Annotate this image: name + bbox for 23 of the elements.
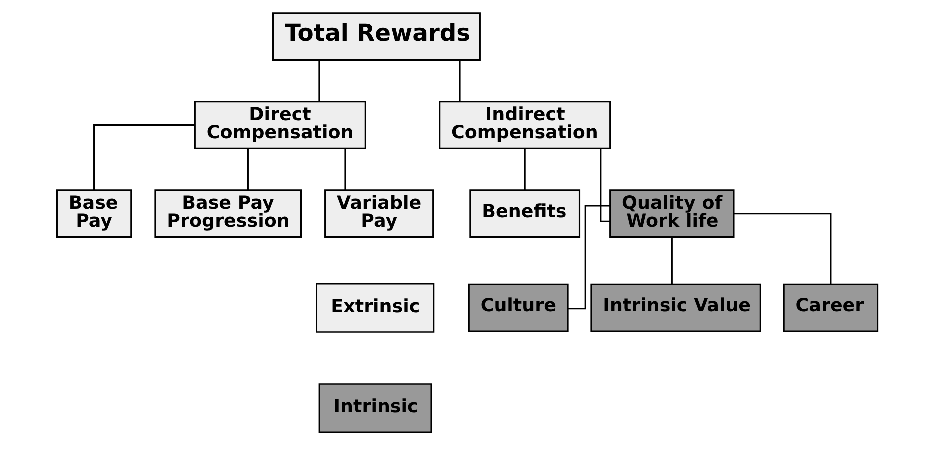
node-box: Indirect Compensation (438, 101, 611, 150)
connector (670, 238, 672, 285)
connector (458, 60, 460, 102)
node-box: Direct Compensation (194, 101, 366, 150)
node-box: Culture (468, 284, 568, 332)
connector (344, 149, 346, 190)
node-box: Base Pay Progression (154, 190, 302, 238)
connector (734, 213, 832, 284)
connector (600, 149, 610, 222)
node-box: Variable Pay (324, 190, 434, 238)
node-box: Intrinsic Value (590, 284, 761, 332)
legend-label: Intrinsic (333, 396, 418, 418)
connector (246, 149, 248, 190)
node-box: Total Rewards (272, 12, 480, 61)
node-box: Quality of Work life (609, 190, 734, 238)
node-box: Benefits (469, 190, 580, 238)
connector (93, 124, 194, 190)
node-box: Career (782, 284, 878, 332)
connector (524, 149, 526, 190)
legend-label: Extrinsic (330, 296, 420, 318)
connector (318, 60, 320, 102)
connector (568, 205, 610, 310)
node-box: Base Pay (56, 190, 132, 238)
